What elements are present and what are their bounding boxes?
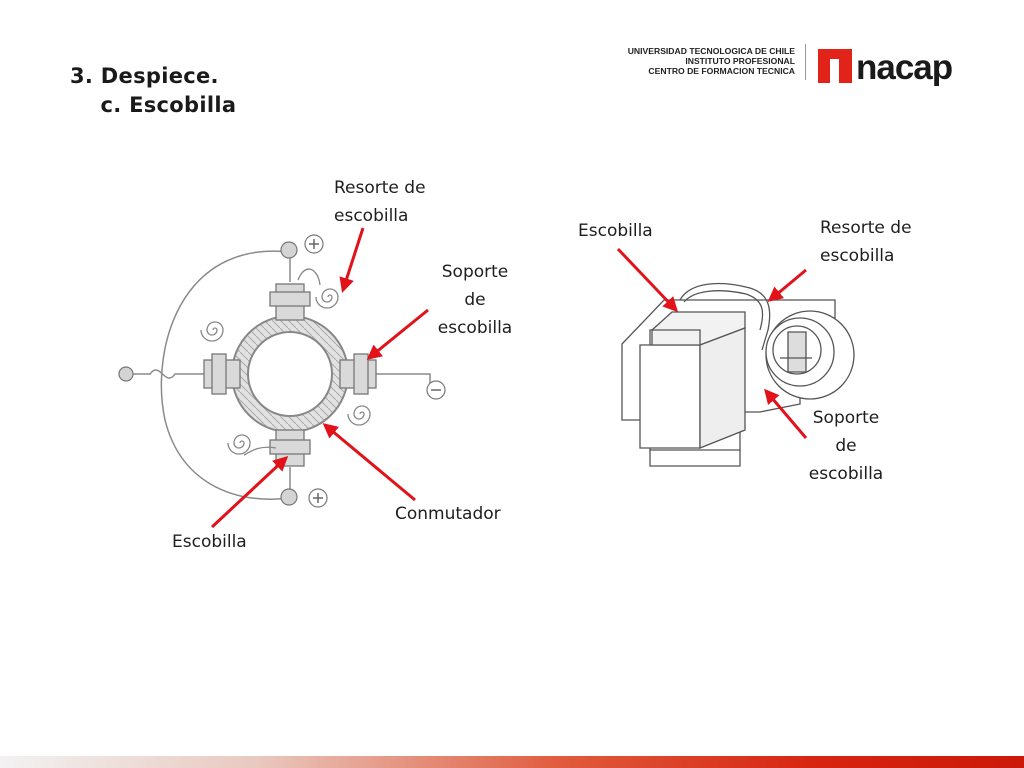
left-arrows [210,227,429,529]
right-spring [765,310,855,400]
label-soporte-right: Soporte de escobilla [808,408,884,484]
footer-gradient-bar [0,756,1024,768]
slide-title: 3. Despiece. c. Escobilla [70,62,236,120]
terminal-left [118,366,134,382]
title-line-1: 3. Despiece. [70,64,219,88]
label-escobilla-left: Escobilla [172,532,247,552]
label-resorte-left: Resorte de escobilla [334,178,426,226]
label-soporte-left: Soporte de escobilla [437,262,513,338]
brush-top [269,283,311,321]
institution-line-3: CENTRO DE FORMACION TECNICA [648,66,795,76]
brush-left [203,353,241,395]
brush-right [339,353,377,395]
institution-line-2: INSTITUTO PROFESIONAL [685,56,795,66]
svg-text:nacap: nacap [856,48,952,86]
right-arrows [616,247,808,439]
inacap-logo: nacap [818,48,953,86]
right-brush-diagram [621,282,855,467]
left-brush-diagram [118,227,446,529]
title-line-2: c. Escobilla [70,93,237,117]
institution-line-1: UNIVERSIDAD TECNOLOGICA DE CHILE [627,46,795,56]
logo-divider [805,44,806,80]
brush-bottom [269,429,311,467]
institution-text: UNIVERSIDAD TECNOLOGICA DE CHILE INSTITU… [612,46,795,76]
terminal-top [280,241,298,259]
label-conmutador: Conmutador [395,504,501,524]
label-resorte-right: Resorte de escobilla [820,218,912,266]
spring-spirals [200,268,371,456]
label-escobilla-right: Escobilla [578,221,653,241]
terminal-bottom [280,488,298,506]
